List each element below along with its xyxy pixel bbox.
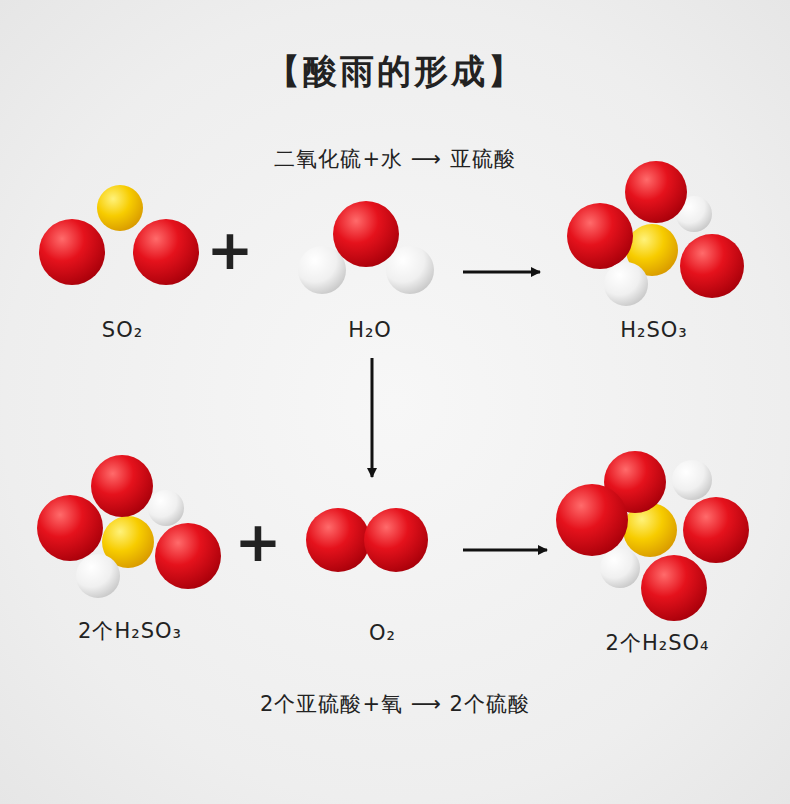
formula-label: 2个H₂SO₃: [78, 617, 182, 645]
formula-label: SO₂: [102, 318, 143, 342]
molecule-node: H₂SO₃: [548, 150, 760, 350]
molecule-node: 2个H₂SO₄: [555, 440, 760, 665]
plus-sign: +: [235, 514, 282, 570]
formula-label: H₂O: [348, 318, 392, 342]
formula-label: O₂: [369, 621, 396, 645]
h2o-model: [298, 201, 434, 294]
molecule-node: O₂: [310, 485, 455, 653]
plus-sign: +: [207, 222, 254, 278]
equation-text: 2个亚硫酸+氧 ⟶ 2个硫酸: [260, 690, 530, 718]
formula-label: H₂SO₃: [620, 318, 688, 342]
formula-label: 2个H₂SO₄: [606, 629, 710, 657]
h2so3-model: [567, 161, 744, 306]
reaction-arrow: [463, 549, 547, 552]
reaction-arrow: [371, 358, 374, 477]
h2so4-model: [556, 451, 749, 621]
so2-model: [39, 185, 199, 285]
equation-text: 二氧化硫+水 ⟶ 亚硫酸: [274, 145, 515, 173]
reaction-arrow: [463, 271, 540, 274]
h2so3-model: [37, 455, 221, 598]
o2-model: [306, 508, 428, 572]
molecule-node: H₂O: [285, 190, 455, 350]
molecule-node: SO₂: [35, 175, 210, 350]
diagram-title: 【酸雨的形成】: [266, 49, 525, 95]
molecule-node: 2个H₂SO₃: [30, 445, 230, 653]
